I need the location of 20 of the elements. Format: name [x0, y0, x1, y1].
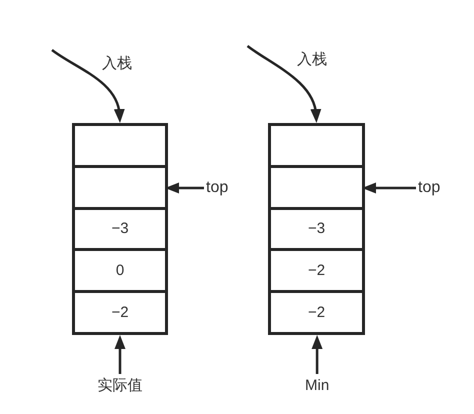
stack-label: Min [305, 376, 330, 396]
arrow [114, 335, 126, 374]
curved-arrow [246, 44, 321, 123]
stack-slot: −2 [271, 293, 362, 332]
stack-slot: −3 [75, 210, 165, 252]
pointer-label: top [206, 178, 228, 198]
pointer-label: top [418, 178, 440, 198]
arrow [165, 182, 204, 194]
stack-label: 实际值 [98, 376, 142, 396]
stack-slot: −2 [75, 293, 165, 332]
stack-frame [268, 123, 365, 335]
edge-label: 入栈 [296, 51, 328, 69]
stack-slot: −2 [271, 251, 362, 294]
stack-slot: 0 [75, 251, 165, 294]
arrow [362, 182, 416, 194]
edge-label: 入栈 [101, 55, 133, 73]
stack-slot: −3 [271, 210, 362, 252]
curved-arrow [51, 48, 124, 123]
arrow [312, 335, 323, 374]
stack-frame [72, 123, 168, 335]
